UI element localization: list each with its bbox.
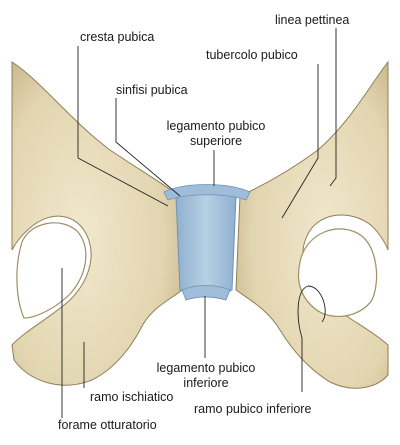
label-ramo-ischiatico: ramo ischiatico <box>90 390 174 404</box>
label-sinfisi-pubica: sinfisi pubica <box>116 83 188 97</box>
label-legamento-pubico-superiore-line1: legamento pubico <box>166 119 266 133</box>
leader-ramo-pubico-inferiore <box>297 285 326 392</box>
inferior-pubic-ligament <box>181 285 231 301</box>
label-ramo-pubico-inferiore: ramo pubico inferiore <box>194 402 312 416</box>
label-linea-pettinea: linea pettinea <box>275 13 350 27</box>
leader-tubercolo-pubico <box>281 64 319 219</box>
label-legamento-pubico-inferiore-line1: legamento pubico <box>156 361 256 375</box>
label-forame-otturatorio: forame otturatorio <box>58 418 157 432</box>
label-legamento-pubico-superiore-line2: superiore <box>189 134 243 148</box>
left-obturator-foramen <box>16 222 87 319</box>
leader-sinfisi-pubica <box>115 98 181 197</box>
leader-lines <box>61 28 337 418</box>
leader-cresta-pubica <box>77 46 169 207</box>
right-obturator-foramen <box>297 228 378 317</box>
superior-pubic-ligament <box>163 184 251 201</box>
label-legamento-pubico-inferiore-line2: inferiore <box>183 376 229 390</box>
left-hip-bone <box>11 61 183 386</box>
label-cresta-pubica: cresta pubica <box>80 30 155 44</box>
leader-linea-pettinea <box>329 28 337 187</box>
label-tubercolo-pubico: tubercolo pubico <box>206 48 298 62</box>
pubic-symphysis-cartilage <box>175 189 237 297</box>
right-hip-bone <box>235 60 389 389</box>
